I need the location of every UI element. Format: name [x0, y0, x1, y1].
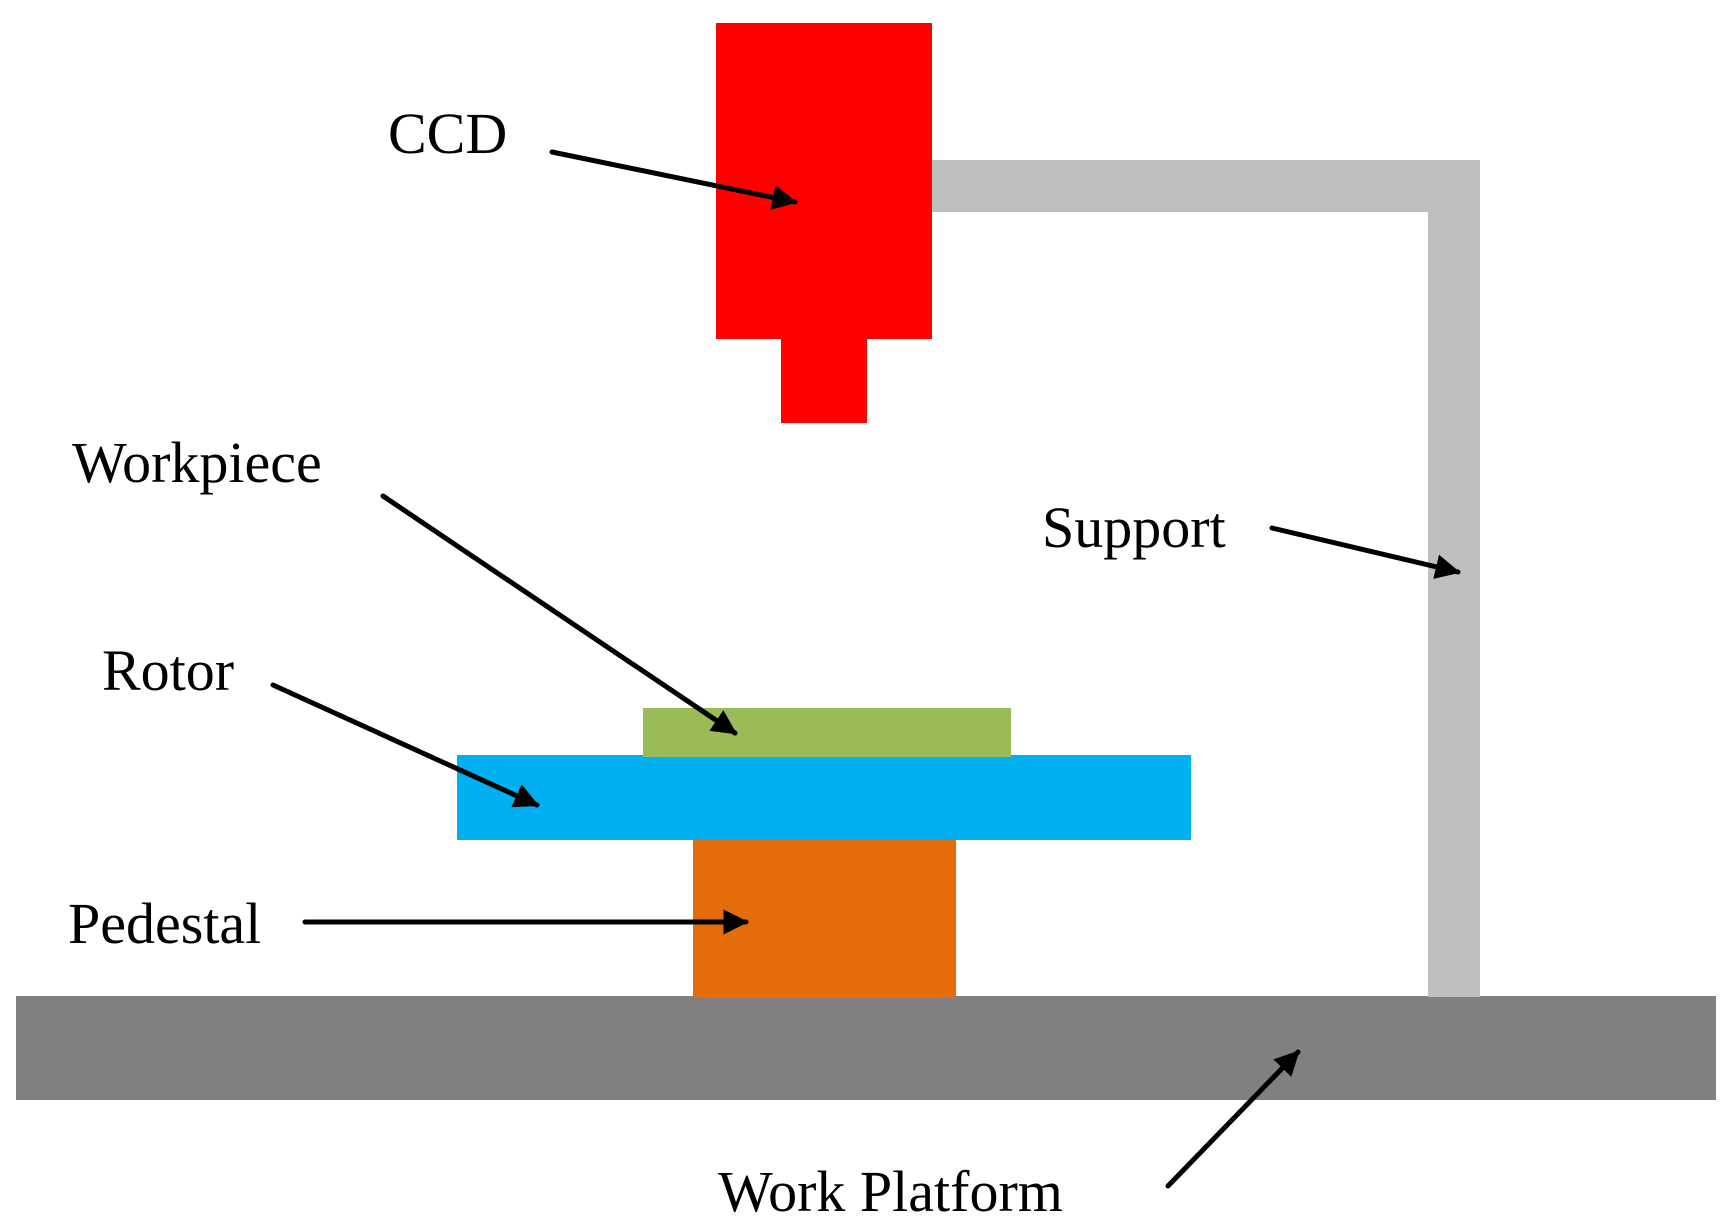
rotor-shape — [457, 755, 1191, 840]
ccd-body-shape — [716, 23, 932, 339]
leader-arrows — [270, 149, 1461, 1189]
rotor-arrow — [270, 682, 540, 808]
support-arrow — [1269, 525, 1461, 579]
ccd-arrow — [549, 149, 798, 210]
rotor-label: Rotor — [102, 638, 234, 703]
work-platform-label: Work Platform — [718, 1159, 1063, 1224]
pedestal-shape — [693, 838, 956, 998]
support-column-shape — [1428, 160, 1480, 997]
pedestal-label: Pedestal — [68, 891, 261, 956]
workpiece-arrow — [380, 493, 738, 736]
workpiece-label: Workpiece — [72, 430, 322, 495]
ccd-lens-shape — [781, 337, 867, 423]
support-arm-shape — [930, 160, 1480, 212]
work-platform-arrow — [1165, 1049, 1301, 1189]
workpiece-shape — [643, 708, 1011, 757]
work-platform-shape — [16, 996, 1716, 1100]
support-label: Support — [1042, 495, 1226, 560]
ccd-label: CCD — [388, 101, 507, 166]
